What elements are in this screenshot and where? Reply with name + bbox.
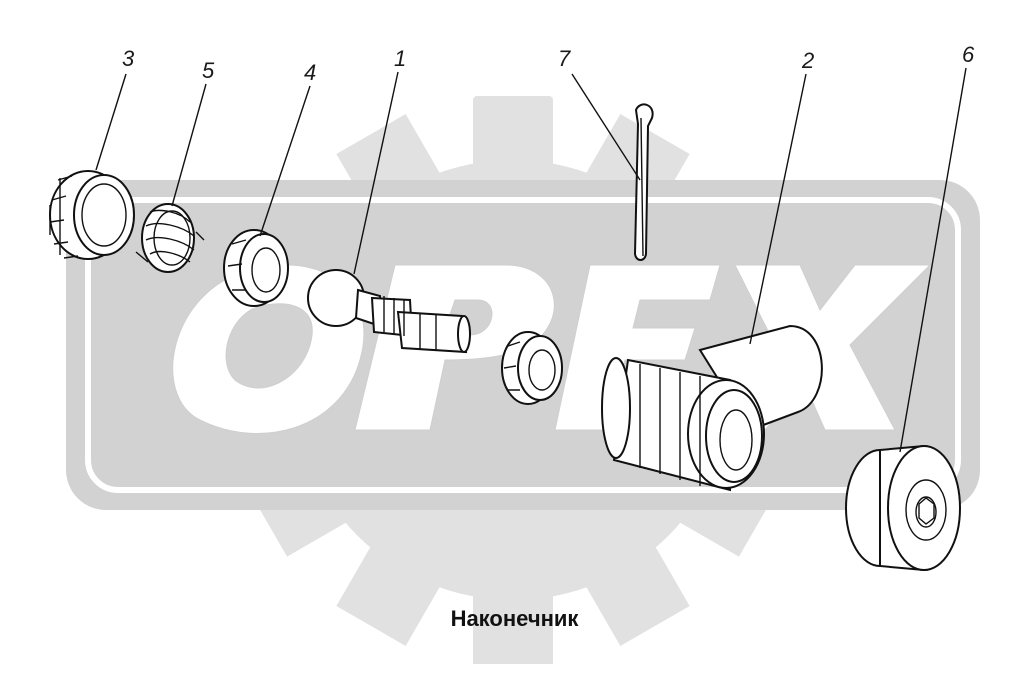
leader-5 xyxy=(171,83,207,207)
callout-7: 7 xyxy=(558,46,571,71)
part-5-spring xyxy=(135,203,205,273)
part-4-nut xyxy=(223,229,289,307)
part-6-plug xyxy=(845,444,961,572)
leader-1 xyxy=(353,71,399,275)
leader-lines xyxy=(95,67,967,453)
leader-6 xyxy=(899,67,967,453)
callout-3: 3 xyxy=(122,46,135,71)
watermark-band-inner xyxy=(85,197,961,493)
part-nut-right xyxy=(501,331,563,405)
callout-6: 6 xyxy=(962,42,975,67)
leader-3 xyxy=(95,73,127,171)
callout-1: 1 xyxy=(394,46,406,71)
part-1-ball-pin xyxy=(307,269,471,354)
callout-5: 5 xyxy=(202,58,215,83)
part-2-housing xyxy=(601,324,823,492)
callout-2: 2 xyxy=(801,48,814,73)
leader-4 xyxy=(259,85,311,237)
leader-2 xyxy=(749,73,807,345)
part-7-cotter-pin xyxy=(633,103,654,261)
callouts: 3 5 4 1 7 2 6 xyxy=(122,42,975,85)
callout-4: 4 xyxy=(304,60,316,85)
leader-7 xyxy=(571,73,641,181)
part-3-cap xyxy=(49,170,135,260)
diagram-caption: Наконечник xyxy=(450,606,579,631)
